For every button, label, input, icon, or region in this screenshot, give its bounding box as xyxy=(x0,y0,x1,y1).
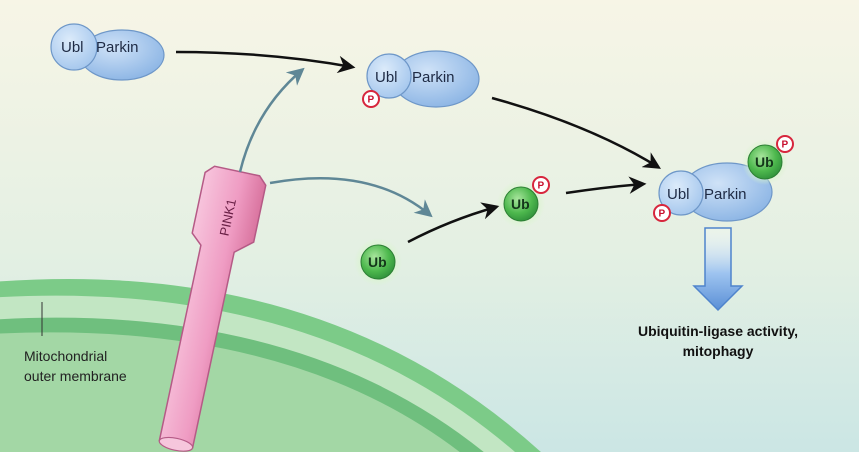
ub-label: Ub xyxy=(755,154,774,170)
mitochondrion xyxy=(0,278,541,452)
phospho-label: P xyxy=(368,95,375,106)
phospho-label: P xyxy=(659,209,666,220)
ubl-label: Ubl xyxy=(61,39,84,56)
parkin-label: Parkin xyxy=(96,39,139,56)
phospho-badge: P xyxy=(532,176,550,194)
parkin-label: Parkin xyxy=(412,69,455,86)
phospho-badge: P xyxy=(776,135,794,153)
membrane-label-line1: Mitochondrial xyxy=(24,348,107,364)
ubl-label: Ubl xyxy=(667,186,690,203)
pink1-kinase: PINK1 xyxy=(158,165,267,452)
outcome-arrow xyxy=(692,227,744,312)
membrane-label-line2: outer membrane xyxy=(24,368,127,384)
bound-ubiquitin: Ub P xyxy=(742,135,794,185)
outcome-line2: mitophagy xyxy=(683,343,754,359)
ub-label: Ub xyxy=(368,254,387,270)
phospho-badge: P xyxy=(653,204,671,222)
arrow-pink1-to-ub xyxy=(269,177,433,218)
arrow-parkin-to-phospho xyxy=(175,50,356,74)
parkin-inactive: Ubl Parkin xyxy=(50,23,165,81)
arrow-ub-to-phospho-ub xyxy=(407,202,500,244)
ubiquitin-free: Ub xyxy=(354,238,402,286)
parkin-ub-complex: Ubl Parkin P Ub P xyxy=(653,135,794,222)
phospho-label: P xyxy=(538,181,545,192)
parkin-phosphorylated: Ubl Parkin P xyxy=(362,50,480,108)
ub-label: Ub xyxy=(511,196,530,212)
arrow-phospho-parkin-to-complex xyxy=(491,96,661,169)
ubiquitin-phosphorylated: Ub P xyxy=(497,176,550,228)
phospho-label: P xyxy=(782,140,789,151)
outcome-line1: Ubiquitin-ligase activity, xyxy=(638,323,798,339)
ubl-label: Ubl xyxy=(375,69,398,86)
parkin-label: Parkin xyxy=(704,186,747,203)
arrow-phospho-ub-to-complex xyxy=(565,176,647,195)
phospho-badge: P xyxy=(362,90,380,108)
arrow-pink1-to-parkin xyxy=(238,67,305,173)
